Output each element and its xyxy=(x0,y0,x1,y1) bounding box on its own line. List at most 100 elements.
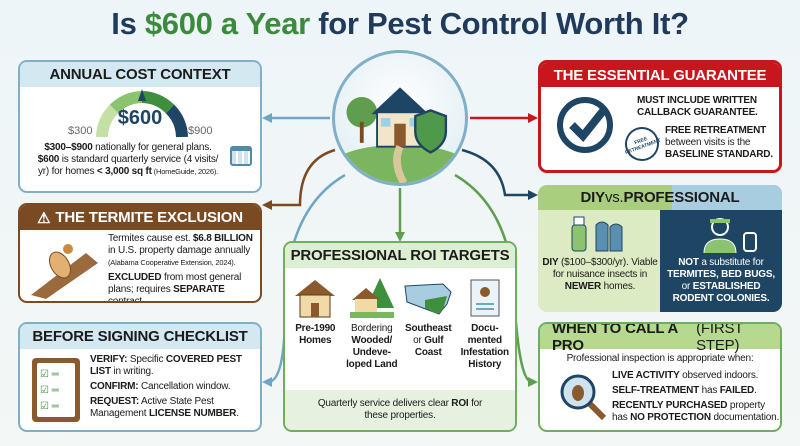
call-pro-intro: Professional inspection is appropriate w… xyxy=(566,353,754,364)
bold-text: REQUEST: xyxy=(90,396,139,407)
bold-text: MUST INCLUDE WRITTEN CALLBACK GUARANTEE. xyxy=(637,95,758,118)
bold-text: NEWER xyxy=(564,281,602,292)
bold-text: Southeast xyxy=(404,323,452,334)
bold-text: EXCLUDED xyxy=(108,272,162,283)
us-map-icon xyxy=(404,283,452,315)
checklist-item: VERIFY: Specific COVERED PEST LIST in wr… xyxy=(90,354,260,378)
roi-item: Southeast or Gulf Coast xyxy=(401,278,455,390)
bold-text: ROI xyxy=(451,398,469,409)
bold-text: VERIFY: xyxy=(90,354,128,365)
citation-text: (HomeGuide, 2026). xyxy=(151,167,219,176)
text: yr) for homes xyxy=(37,166,97,177)
checklist-item: REQUEST: Active State Pest Management LI… xyxy=(90,396,260,420)
calendar-icon xyxy=(230,146,252,166)
roi-item: Pre-1990 Homes xyxy=(288,278,342,390)
text: observed indoors. xyxy=(679,370,759,381)
gauge-min: $300 xyxy=(68,125,93,137)
annual-cost-header: ANNUAL COST CONTEXT xyxy=(20,62,260,87)
text: Active State Pest Management xyxy=(90,396,214,419)
call-pro-condition: RECENTLY PURCHASED property has NO PROTE… xyxy=(612,400,780,424)
bold-text: Wooded/ Undeve-loped Land xyxy=(346,335,398,370)
wooded-house-icon xyxy=(349,278,394,318)
text: Bordering xyxy=(350,323,393,334)
bold-text: ESTABLISHED RODENT COLONIES. xyxy=(672,281,770,304)
text: or xyxy=(681,281,693,292)
bold-text: DIY xyxy=(542,257,559,268)
text: contract. xyxy=(108,296,145,303)
bold-text: Pre-1990 Homes xyxy=(295,323,336,346)
diy-text: DIY ($100–$300/yr). Viable for nuisance … xyxy=(542,257,658,293)
bold-text: $300–$900 xyxy=(44,142,93,153)
text: documentation. xyxy=(710,412,780,423)
gauge-max: $900 xyxy=(188,125,213,137)
text: from most general plans; requires xyxy=(108,272,242,295)
termite-exclusion-text: EXCLUDED from most general plans; requir… xyxy=(108,272,260,303)
text: . xyxy=(754,385,757,396)
before-signing-checklist-card: BEFORE SIGNING CHECKLIST ☑ ═☑ ═☑ ═ VERIF… xyxy=(18,322,262,432)
termite-damage-text: Termites cause est. $6.8 BILLION in U.S.… xyxy=(108,233,260,269)
clipboard-icon: ☑ ═☑ ═☑ ═ xyxy=(32,358,80,422)
text: Specific xyxy=(127,354,166,365)
bold-text: FREE RETREATMENT xyxy=(665,125,767,136)
free-retreatment-stamp: FREE RETREATMENT xyxy=(620,122,664,166)
text: . xyxy=(236,408,239,419)
bold-text: TERMITES, BED BUGS, xyxy=(667,269,775,280)
gauge-value: $600 xyxy=(117,107,163,129)
checklist-item: CONFIRM: Cancellation window. xyxy=(90,381,260,393)
magnifier-bug-icon xyxy=(560,374,607,421)
text: Cancellation window. xyxy=(138,381,231,392)
text: a substitute for xyxy=(698,257,764,268)
text: property has xyxy=(612,400,765,423)
text: is standard quarterly service (4 visits/ xyxy=(59,154,219,165)
text: for these properties. xyxy=(364,398,483,421)
termite-exclusion-card: ⚠THE TERMITE EXCLUSION Termites cause es… xyxy=(18,203,262,303)
text: Termites cause est. xyxy=(108,233,193,244)
checkmark-circle-icon xyxy=(557,97,613,153)
bold-text: NO PROTECTION xyxy=(630,412,711,423)
diy-header: DIY vs. PROFESSIONAL xyxy=(538,185,782,210)
citation-text: (Alabama Cooperative Extension, 2024). xyxy=(108,258,236,267)
roi-item: Docu-mented Infestation History xyxy=(458,278,512,390)
bold-text: LIVE ACTIVITY xyxy=(612,370,680,381)
house-shield-illustration xyxy=(332,50,468,186)
bold-text: Gulf Coast xyxy=(414,335,444,358)
bold-text: NOT xyxy=(678,257,699,268)
exterminator-icon xyxy=(703,218,757,253)
bold-text: $600 xyxy=(37,154,60,165)
bold-text: COVERED PEST LIST xyxy=(90,354,242,377)
bold-text: CONFIRM: xyxy=(90,381,139,392)
text: nationally for general plans. xyxy=(92,142,212,153)
roi-item: Bordering Wooded/ Undeve-loped Land xyxy=(345,278,399,390)
text: in U.S. property damage annually xyxy=(108,245,251,256)
cost-gauge xyxy=(96,89,188,138)
bold-text: < 3,000 sq ft xyxy=(96,166,152,177)
termite-header: THE TERMITE EXCLUSION xyxy=(55,209,243,226)
professional-text: NOT a substitute for TERMITES, BED BUGS,… xyxy=(662,257,780,305)
bold-text: RECENTLY PURCHASED xyxy=(612,400,728,411)
call-pro-condition: SELF-TREATMENT has FAILED. xyxy=(612,385,780,397)
bold-text: BASELINE STANDARD. xyxy=(665,149,773,160)
old-house-icon xyxy=(295,280,336,318)
essential-guarantee-card: THE ESSENTIAL GUARANTEE MUST INCLUDE WRI… xyxy=(538,60,782,173)
page-title: Is $600 a Year for Pest Control Worth It… xyxy=(111,6,689,41)
when-to-call-pro-card: WHEN TO CALL A PRO (FIRST STEP) Professi… xyxy=(538,322,782,432)
checklist-header: BEFORE SIGNING CHECKLIST xyxy=(20,324,260,349)
text: homes. xyxy=(601,281,636,292)
bold-text: SELF-TREATMENT xyxy=(612,385,700,396)
infestation-document-icon xyxy=(470,279,500,317)
bold-text: FAILED xyxy=(719,385,755,396)
diy-vs-professional-card: DIY vs. PROFESSIONAL DIY ($100–$300/yr).… xyxy=(538,185,782,312)
roi-header: PROFESSIONAL ROI TARGETS xyxy=(285,243,515,268)
annual-cost-card: ANNUAL COST CONTEXT $600 $300 $900 $300–… xyxy=(18,60,262,193)
text: ($100–$300/yr). Viable for nuisance inse… xyxy=(552,257,658,280)
bold-text: SEPARATE xyxy=(173,284,225,295)
text: has xyxy=(699,385,720,396)
roi-footer: Quarterly service delivers clear ROI for… xyxy=(285,390,515,430)
guarantee-requirement: MUST INCLUDE WRITTEN CALLBACK GUARANTEE. xyxy=(637,95,777,119)
bold-text: LICENSE NUMBER xyxy=(148,408,237,419)
annual-cost-text: $300–$900 nationally for general plans. $… xyxy=(20,139,260,178)
guarantee-header: THE ESSENTIAL GUARANTEE xyxy=(541,63,779,87)
guarantee-baseline: FREE RETREATMENT between visits is the B… xyxy=(665,125,779,161)
spray-gloves-icon xyxy=(571,216,623,252)
termite-icon xyxy=(31,244,98,299)
